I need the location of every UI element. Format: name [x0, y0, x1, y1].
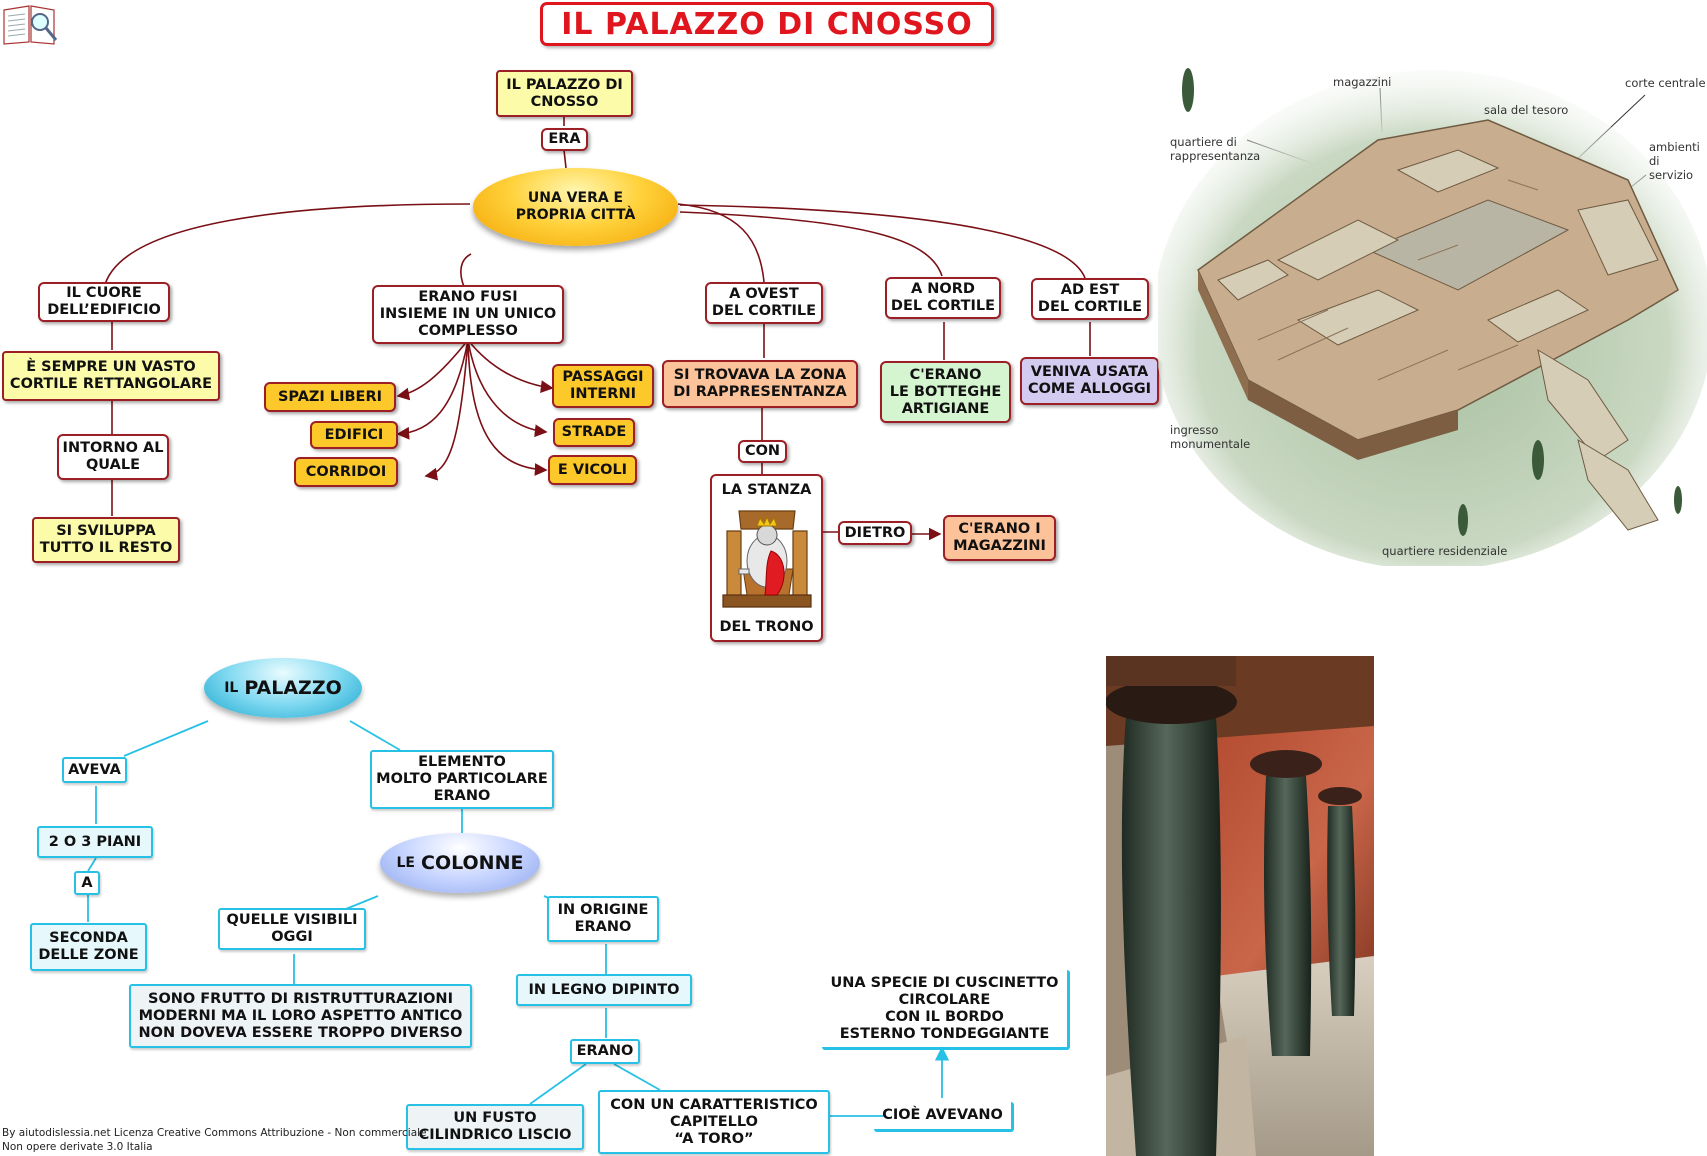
palazzo-prefix: IL [224, 679, 239, 696]
link-dietro: DIETRO [838, 521, 912, 545]
node-stanza-trono: LA STANZA DEL TRONO [710, 474, 823, 642]
node-vicoli: E VICOLI [548, 455, 637, 485]
link-aveva: AVEVA [62, 757, 127, 783]
stanza-label-top: LA STANZA [721, 482, 812, 498]
node-visibili-oggi: QUELLE VISIBILI OGGI [218, 908, 366, 950]
node-strade: STRADE [553, 418, 635, 447]
stanza-label-bottom: DEL TRONO [719, 619, 814, 635]
node-botteghe: C'ERANO LE BOTTEGHE ARTIGIANE [880, 361, 1011, 423]
link-era: ERA [541, 128, 588, 151]
node-piani: 2 O 3 PIANI [37, 826, 153, 858]
node-cuscinetto: UNA SPECIE DI CUSCINETTO CIRCOLARE CON I… [822, 970, 1070, 1050]
node-ovest: A OVEST DEL CORTILE [705, 282, 823, 324]
label-corte-centrale: corte centrale [1625, 76, 1706, 90]
footer-license: By aiutodislessia.net Licenza Creative C… [2, 1126, 427, 1154]
node-elemento: ELEMENTO MOLTO PARTICOLARE ERANO [370, 750, 554, 809]
node-intorno: INTORNO AL QUALE [57, 434, 169, 480]
node-sviluppa: SI SVILUPPA TUTTO IL RESTO [32, 517, 180, 563]
node-le-colonne: LE COLONNE [380, 833, 540, 893]
node-magazzini: C'ERANO I MAGAZZINI [943, 515, 1056, 561]
node-frutto: SONO FRUTTO DI RISTRUTTURAZIONI MODERNI … [129, 984, 472, 1048]
node-spazi-liberi: SPAZI LIBERI [264, 382, 396, 412]
label-sala-tesoro: sala del tesoro [1484, 103, 1569, 117]
node-seconda-zone: SECONDA DELLE ZONE [30, 923, 147, 971]
node-capitello: CON UN CARATTERISTICO CAPITELLO “A TORO” [598, 1090, 830, 1154]
node-nord: A NORD DEL CORTILE [885, 277, 1001, 319]
label-quartiere-residenziale: quartiere residenziale [1382, 544, 1508, 558]
node-fusto: UN FUSTO CILINDRICO LISCIO [406, 1104, 584, 1150]
palazzo-word: PALAZZO [244, 676, 342, 699]
page-title: IL PALAZZO DI CNOSSO [540, 2, 994, 46]
node-zona-rappresentanza: SI TROVAVA LA ZONA DI RAPPRESENTANZA [662, 360, 858, 408]
columns-photo [1106, 656, 1374, 1156]
colonne-word: COLONNE [421, 851, 524, 874]
node-passaggi: PASSAGGI INTERNI [552, 364, 654, 408]
node-in-origine: IN ORIGINE ERANO [547, 896, 659, 942]
link-con: CON [738, 440, 787, 463]
node-vera-citta: UNA VERA E PROPRIA CITTÀ [473, 168, 678, 246]
footer-line-2: Non opere derivate 3.0 Italia [2, 1141, 153, 1153]
node-edifici: EDIFICI [310, 421, 398, 449]
node-vasto-cortile: È SEMPRE UN VASTO CORTILE RETTANGOLARE [2, 351, 220, 401]
palace-plan-drawing [1153, 60, 1707, 570]
node-il-palazzo: IL PALAZZO [204, 658, 362, 718]
book-logo-icon [2, 2, 58, 46]
node-alloggi: VENIVA USATA COME ALLOGGI [1020, 357, 1159, 405]
throne-king-icon [721, 510, 812, 608]
label-magazzini: magazzini [1333, 75, 1392, 89]
node-erano-fusi: ERANO FUSI INSIEME IN UN UNICO COMPLESSO [372, 285, 564, 344]
label-ingresso-monumentale: ingresso monumentale [1170, 423, 1251, 451]
link-a: A [74, 871, 100, 895]
label-quartiere-rappresentanza: quartiere di rappresentanza [1170, 135, 1261, 163]
node-corridoi: CORRIDOI [294, 457, 398, 487]
colonne-prefix: LE [396, 854, 415, 871]
node-cuore: IL CUORE DELL’EDIFICIO [38, 282, 170, 322]
node-cioe-avevano: CIOÈ AVEVANO [874, 1102, 1014, 1132]
node-est: AD EST DEL CORTILE [1031, 278, 1149, 320]
node-root-palazzo: IL PALAZZO DI CNOSSO [496, 70, 633, 117]
node-legno-dipinto: IN LEGNO DIPINTO [516, 974, 692, 1006]
link-erano: ERANO [570, 1039, 640, 1064]
footer-line-1: By aiutodislessia.net Licenza Creative C… [2, 1127, 427, 1139]
label-ambienti-servizio: ambienti di servizio [1649, 140, 1700, 182]
